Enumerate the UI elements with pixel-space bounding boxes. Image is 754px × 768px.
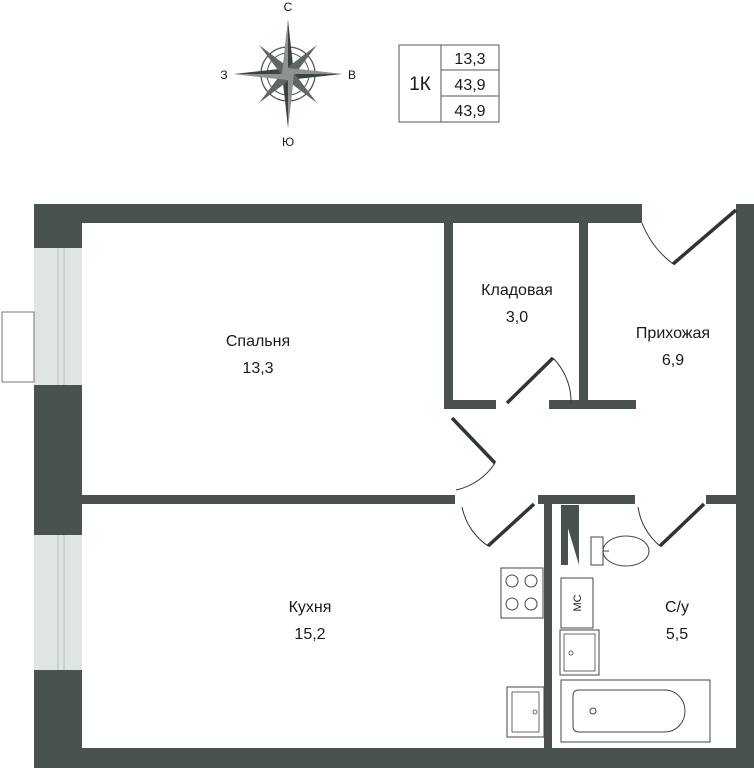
door-kitchen (461, 502, 536, 548)
bathtub (560, 679, 711, 743)
area-summary-box: 1К 13,3 43,9 43,9 (398, 44, 500, 123)
total-area-value: 43,9 (454, 77, 485, 94)
stove (500, 567, 544, 619)
room-area-kitchen: 15,2 (294, 626, 325, 643)
living-area-value: 13,3 (454, 51, 485, 68)
room-name-bedroom: Спальня (226, 333, 290, 350)
room-area-bedroom: 13,3 (242, 360, 273, 377)
room-name-bathroom: С/у (665, 599, 689, 616)
compass-east-label: В (348, 68, 356, 82)
balcony-outline (1, 311, 35, 383)
door-bedroom (450, 416, 497, 491)
door-entrance (641, 208, 738, 266)
toilet (590, 535, 650, 567)
window-kitchen (34, 535, 82, 670)
room-area-hall: 6,9 (662, 352, 684, 369)
kitchen-sink (506, 686, 545, 738)
interior-walls (82, 223, 736, 748)
compass-west-label: З (220, 68, 227, 82)
washer-label: МС (572, 594, 584, 611)
room-name-kitchen: Кухня (289, 599, 332, 616)
washing-machine: МС (560, 577, 594, 629)
compass-rose: С Ю З В (220, 0, 356, 149)
room-area-bathroom: 5,5 (666, 626, 688, 643)
door-storage (505, 356, 572, 405)
apartment-type: 1К (409, 74, 431, 95)
room-name-hall: Прихожая (636, 325, 710, 342)
compass-south-label: Ю (282, 135, 294, 149)
room-area-storage: 3,0 (506, 309, 528, 326)
compass-north-label: С (284, 0, 293, 14)
bathroom-sink (559, 629, 600, 676)
room-name-storage: Кладовая (481, 282, 553, 299)
window-bedroom (34, 248, 82, 385)
total-area-value-2: 43,9 (454, 103, 485, 120)
door-bathroom (637, 502, 706, 548)
